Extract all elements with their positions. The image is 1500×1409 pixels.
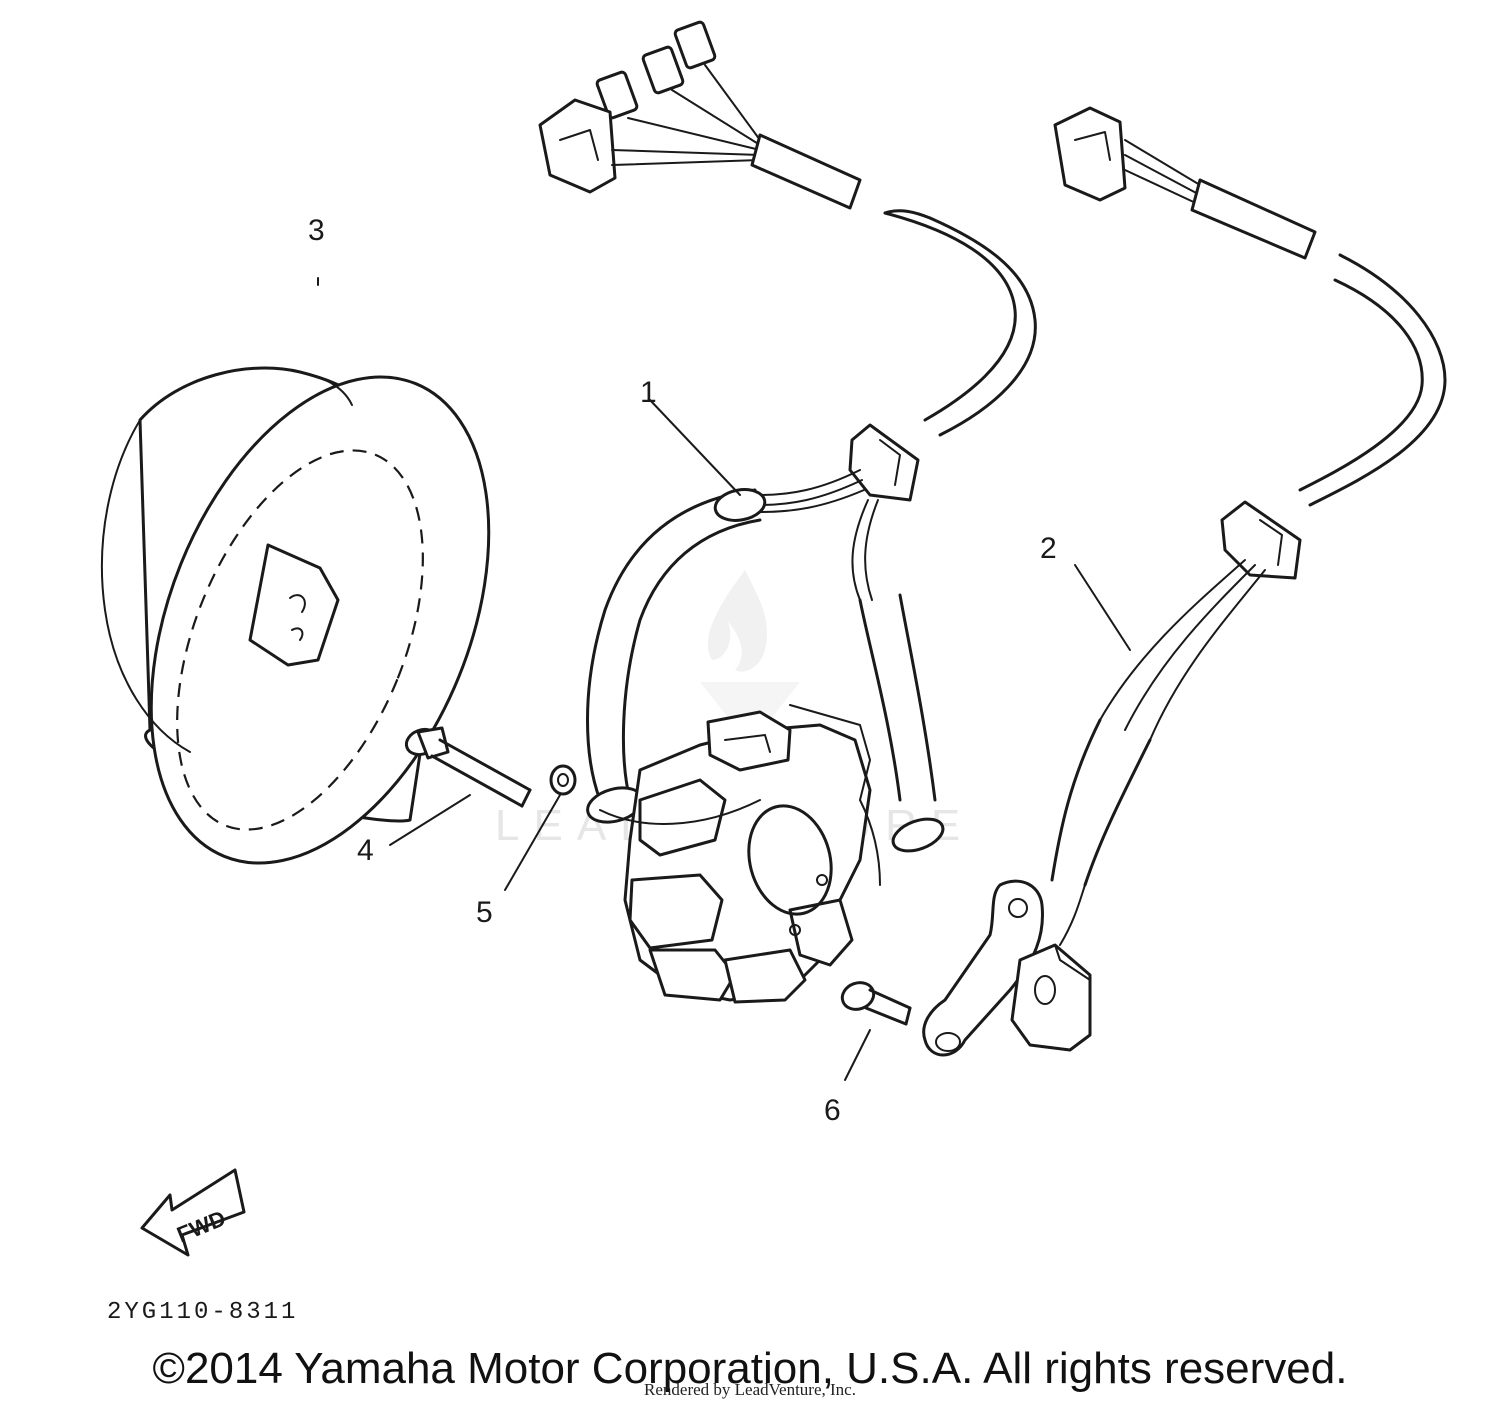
pickup-coil-part <box>922 106 1447 1057</box>
leader-lines <box>317 277 1131 1081</box>
diagram-code: 2YG110-8311 <box>107 1299 298 1326</box>
fwd-arrow-icon: FWD <box>140 1168 246 1257</box>
callout-3: 3 <box>308 214 325 247</box>
copyright-notice: ©2014 Yamaha Motor Corporation, U.S.A. A… <box>152 1344 1348 1393</box>
callout-1: 1 <box>640 376 657 409</box>
callout-5: 5 <box>476 896 493 929</box>
watermark-logo <box>700 570 800 720</box>
screw-part-6 <box>840 981 912 1026</box>
bolt-part-4 <box>404 726 532 808</box>
washer-part-5 <box>549 764 577 796</box>
rendered-by-notice: Rendered by LeadVenture, Inc. <box>644 1380 856 1399</box>
callout-2: 2 <box>1040 532 1057 565</box>
callout-4: 4 <box>357 834 374 867</box>
stator-assembly-part <box>538 20 1037 1004</box>
rotor-part <box>100 366 491 865</box>
callout-6: 6 <box>824 1094 841 1127</box>
